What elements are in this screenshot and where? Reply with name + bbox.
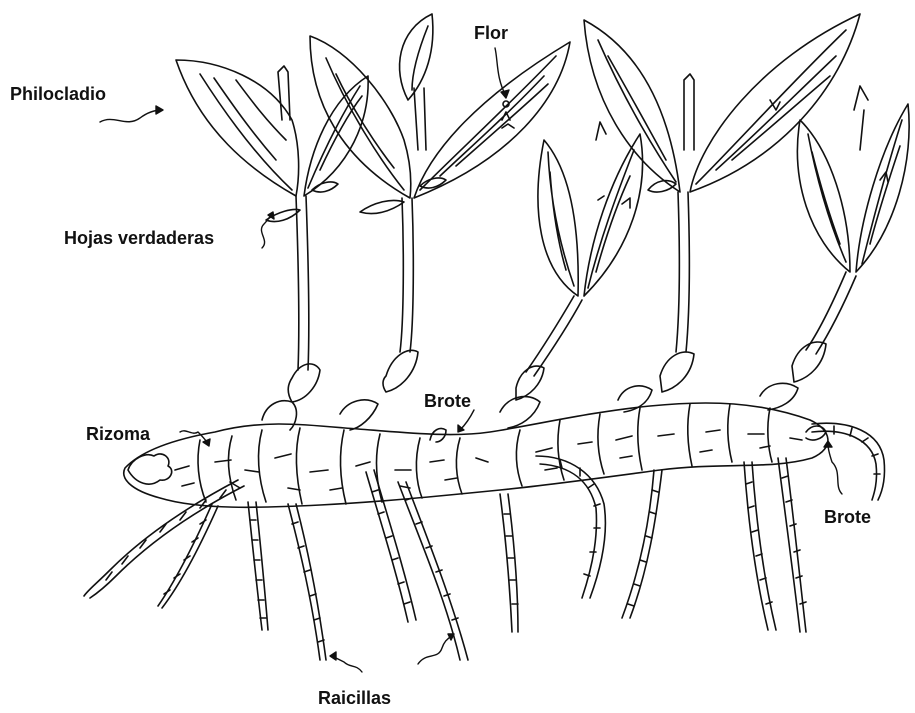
label-raicillas: Raicillas — [318, 689, 391, 707]
label-rizoma: Rizoma — [86, 425, 150, 443]
label-flor: Flor — [474, 24, 508, 42]
raicillas-arrow-right — [418, 636, 452, 664]
brote-right-arrow — [828, 444, 842, 494]
rhizome — [124, 403, 828, 507]
label-philocladio: Philocladio — [10, 85, 106, 103]
philocladio-arrow — [100, 110, 162, 122]
rhizome-buds — [262, 383, 826, 442]
brote-top-arrow — [460, 410, 474, 430]
label-hojas-verdaderas: Hojas verdaderas — [64, 229, 214, 247]
phylloclades — [176, 14, 909, 296]
label-brote-right: Brote — [824, 508, 871, 526]
rootlets — [84, 423, 885, 660]
label-brote-top: Brote — [424, 392, 471, 410]
label-arrows — [100, 48, 842, 672]
stems — [288, 192, 856, 402]
